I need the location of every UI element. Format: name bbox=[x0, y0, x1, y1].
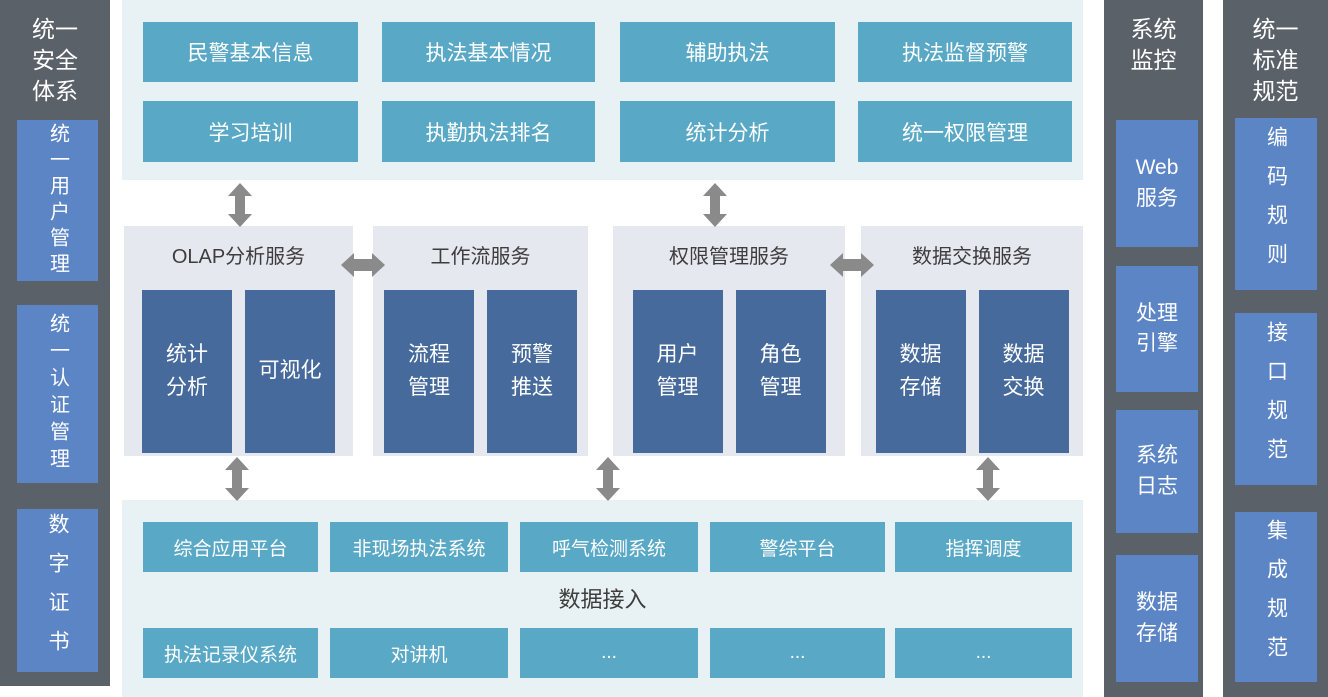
service-box-process-mgmt: 流程 管理 bbox=[384, 290, 474, 453]
monitor-sidebar-title: 系统监控 bbox=[1130, 16, 1177, 73]
service-box-visualization: 可视化 bbox=[245, 290, 335, 453]
olap-service-title: OLAP分析服务 bbox=[171, 246, 306, 268]
assisted-enforcement-box: 辅助执法 bbox=[620, 22, 835, 82]
double-arrow-vertical-icon bbox=[703, 183, 727, 227]
olap-service-group: OLAP分析服务 统计 分析 可视化 bbox=[124, 226, 353, 456]
workflow-service-group: 工作流服务 流程 管理 预警 推送 bbox=[373, 226, 588, 456]
statistics-analysis-box: 统计分析 bbox=[620, 101, 835, 162]
service-box-data-exchange: 数据 交换 bbox=[978, 290, 1069, 453]
unified-permission-mgmt-box: 统一权限管理 bbox=[858, 101, 1072, 162]
web-service-box: Web 服务 bbox=[1116, 120, 1198, 247]
data-exchange-service-title: 数据交换服务 bbox=[912, 246, 1032, 268]
processing-engine-box: 处理 引擎 bbox=[1116, 266, 1198, 392]
service-box-warning-push: 预警 推送 bbox=[487, 290, 577, 453]
interface-spec-box: 接口规范 bbox=[1235, 313, 1317, 485]
service-box-user-mgmt: 用户 管理 bbox=[632, 290, 723, 453]
double-arrow-vertical-icon bbox=[976, 457, 1000, 501]
double-arrow-vertical-icon bbox=[225, 457, 249, 501]
learning-training-box: 学习培训 bbox=[143, 101, 358, 162]
command-dispatch-box: 指挥调度 bbox=[895, 522, 1072, 572]
application-layer-panel: 民警基本信息 执法基本情况 辅助执法 执法监督预警 学习培训 执勤执法排名 统计… bbox=[122, 0, 1083, 180]
enforcement-supervision-warning-box: 执法监督预警 bbox=[858, 22, 1072, 82]
enforcement-basic-box: 执法基本情况 bbox=[382, 22, 595, 82]
integration-spec-box: 集成规范 bbox=[1235, 512, 1317, 682]
intercom-box: 对讲机 bbox=[330, 628, 508, 678]
breath-test-system-box: 呼气检测系统 bbox=[520, 522, 698, 572]
interface-spec-label: 接口规范 bbox=[1264, 321, 1288, 477]
integration-spec-label: 集成规范 bbox=[1264, 519, 1288, 675]
unified-user-mgmt-box: 统一用户管理 bbox=[17, 120, 98, 281]
digital-cert-box: 数字证书 bbox=[17, 509, 98, 672]
unified-user-mgmt-label: 统一用户管理 bbox=[46, 122, 69, 279]
data-access-title: 数据接入 bbox=[558, 587, 647, 612]
data-access-panel: 综合应用平台 非现场执法系统 呼气检测系统 警综平台 指挥调度 数据接入 执法记… bbox=[122, 500, 1083, 697]
duty-ranking-box: 执勤执法排名 bbox=[382, 101, 595, 162]
service-box-role-mgmt: 角色 管理 bbox=[735, 290, 826, 453]
standards-sidebar-title: 统一标准规范 bbox=[1252, 16, 1299, 104]
ellipsis-box-1: ... bbox=[520, 628, 698, 678]
integrated-app-platform-box: 综合应用平台 bbox=[143, 522, 318, 572]
ellipsis-box-2: ... bbox=[710, 628, 885, 678]
double-arrow-horizontal-icon bbox=[830, 250, 874, 280]
service-box-data-storage: 数据 存储 bbox=[875, 290, 966, 453]
service-box-stat-analysis: 统计 分析 bbox=[142, 290, 232, 453]
permission-service-title: 权限管理服务 bbox=[669, 246, 789, 268]
double-arrow-vertical-icon bbox=[596, 457, 620, 501]
permission-service-group: 权限管理服务 用户 管理 角色 管理 bbox=[613, 226, 845, 456]
data-storage-box: 数据 存储 bbox=[1116, 555, 1198, 682]
police-basic-info-box: 民警基本信息 bbox=[143, 22, 358, 82]
unified-auth-mgmt-label: 统一认证管理 bbox=[46, 313, 69, 475]
security-sidebar-title: 统一安全体系 bbox=[32, 16, 78, 104]
police-comprehensive-platform-box: 警综平台 bbox=[710, 522, 885, 572]
data-exchange-service-group: 数据交换服务 数据 存储 数据 交换 bbox=[861, 226, 1083, 456]
unified-auth-mgmt-box: 统一认证管理 bbox=[17, 305, 98, 483]
system-log-box: 系统 日志 bbox=[1116, 410, 1198, 533]
workflow-service-title: 工作流服务 bbox=[430, 246, 531, 268]
double-arrow-vertical-icon bbox=[228, 183, 252, 227]
offsite-enforcement-system-box: 非现场执法系统 bbox=[330, 522, 508, 572]
coding-rules-box: 编码规则 bbox=[1235, 118, 1317, 290]
double-arrow-horizontal-icon bbox=[341, 250, 385, 280]
ellipsis-box-3: ... bbox=[895, 628, 1072, 678]
body-camera-system-box: 执法记录仪系统 bbox=[143, 628, 318, 678]
coding-rules-label: 编码规则 bbox=[1264, 126, 1288, 282]
digital-cert-label: 数字证书 bbox=[46, 512, 69, 669]
